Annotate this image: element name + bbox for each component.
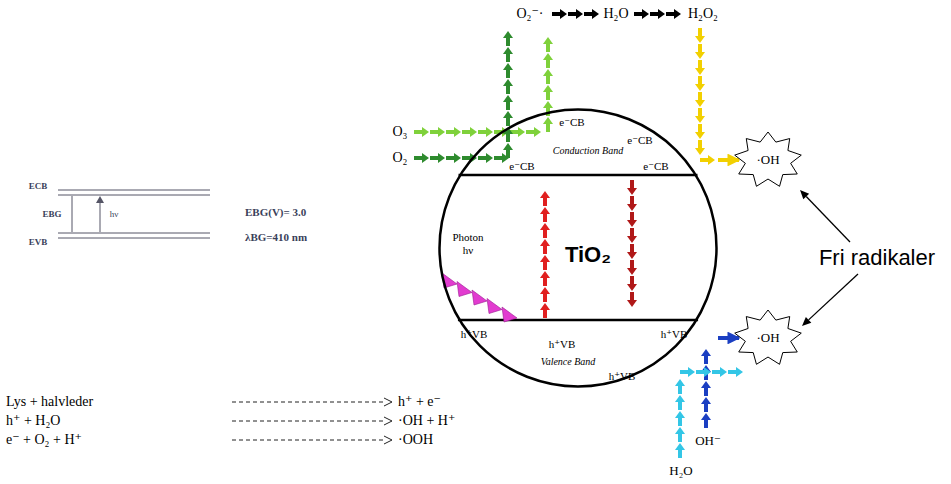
text-label: Conduction Band (553, 145, 623, 156)
reaction-arrowhead (384, 398, 392, 406)
text-label: ·OH + H⁺ (398, 413, 455, 428)
text-label: OH⁻ (695, 433, 721, 448)
text-label: O₃ (393, 124, 408, 139)
text-label: e⁻CB (627, 134, 652, 146)
leader-line (809, 274, 858, 320)
text-label: hν (110, 209, 119, 219)
peroxide-arrow (695, 28, 715, 165)
valence-band-line (458, 319, 698, 322)
label-box: e⁻ + O₂ + H⁺ (6, 432, 82, 448)
label-box: h⁺ + H₂O (6, 413, 60, 429)
label-box: ECB (29, 181, 48, 191)
hydroxide-arrow (701, 349, 711, 428)
label-box: h⁺VB (549, 338, 576, 351)
label-box: Lys + halvleder (6, 394, 93, 410)
label-box: Valence Band (541, 356, 596, 368)
text-label: H₂O₂ (688, 6, 718, 21)
reaction-arrow (718, 336, 739, 340)
label-box: hν (110, 209, 119, 219)
reaction-arrow (232, 440, 384, 441)
text-label: e⁻CB (643, 160, 668, 172)
radical-star: ·OH (733, 131, 803, 189)
label-box: EBG (42, 209, 61, 219)
label-box: e⁻CB (559, 116, 584, 129)
node-text: ·OH (756, 330, 779, 345)
reaction-arrow (718, 158, 739, 162)
reaction-arrowhead (384, 436, 392, 444)
leader-arrowhead (800, 190, 809, 199)
reaction-arrow (232, 421, 384, 422)
recombination-arrow (627, 180, 637, 307)
label-box: Fri radikaler (819, 245, 935, 270)
label-box: ·OH + H⁺ (398, 413, 455, 429)
text-label: EVB (29, 237, 48, 247)
text-label: H₂O (603, 6, 628, 21)
label-box: H₂O (603, 6, 628, 22)
label-box: EBG(V)= 3.0 (245, 206, 306, 219)
ozone-arrow (414, 37, 553, 137)
leader-line (806, 196, 850, 242)
label-box: Photon hν (448, 231, 488, 256)
label-box: e⁻CB (509, 160, 534, 173)
label-box: O₃ (393, 124, 408, 140)
reaction-arrow (552, 9, 599, 19)
label-box: ·OOH (398, 432, 433, 448)
text-label: h⁺ + H₂O (6, 413, 60, 428)
text-label: Fri radikaler (819, 245, 935, 270)
text-label: Valence Band (541, 356, 596, 367)
text-label: ·OOH (398, 432, 433, 447)
node-text: ·OH (756, 152, 779, 167)
label-box: OH⁻ (695, 434, 721, 449)
excitation-arrow (540, 191, 550, 318)
label-box: e⁻CB (643, 160, 668, 173)
label-box: Conduction Band (553, 145, 623, 157)
label-box: e⁻CB (627, 134, 652, 147)
leader-arrowhead (802, 317, 811, 326)
text-label: O₂ (393, 150, 408, 165)
text-label: h⁺ + e⁻ (398, 394, 441, 409)
text-label: e⁻ + O₂ + H⁺ (6, 432, 82, 447)
text-label: H₂O (669, 463, 692, 478)
node-text: TiO₂ (565, 242, 611, 267)
reaction-arrow (232, 402, 384, 403)
text-label: e⁻CB (509, 160, 534, 172)
label-box: H₂O (669, 464, 692, 479)
reaction-arrow (634, 9, 681, 19)
text-label: Lys + halvleder (6, 394, 93, 409)
text-label: EBG(V)= 3.0 (245, 206, 306, 218)
conduction-band-line (459, 174, 698, 177)
oxygen-arrow (414, 31, 513, 163)
reaction-arrowhead (384, 417, 392, 425)
water-arrow (675, 367, 743, 458)
semiconductor-particle: TiO₂ (438, 108, 718, 388)
text-label: Photon hν (452, 231, 483, 256)
label-box: EVB (29, 237, 48, 247)
radical-star: ·OH (733, 309, 803, 367)
label-box: H₂O₂ (688, 6, 718, 22)
band-gap-sketch (58, 190, 210, 238)
text-label: e⁻CB (559, 116, 584, 128)
label-box: O₂ (393, 150, 408, 166)
label-box: h⁺ + e⁻ (398, 394, 441, 410)
label-box: O₂⁻· (516, 6, 543, 22)
text-label: EBG (42, 209, 61, 219)
text-label: ECB (29, 181, 48, 191)
text-label: O₂⁻· (516, 6, 543, 21)
label-box: λBG=410 nm (245, 231, 307, 244)
text-label: h⁺VB (549, 338, 576, 350)
text-label: λBG=410 nm (245, 231, 307, 243)
photon-symbol (442, 273, 517, 322)
